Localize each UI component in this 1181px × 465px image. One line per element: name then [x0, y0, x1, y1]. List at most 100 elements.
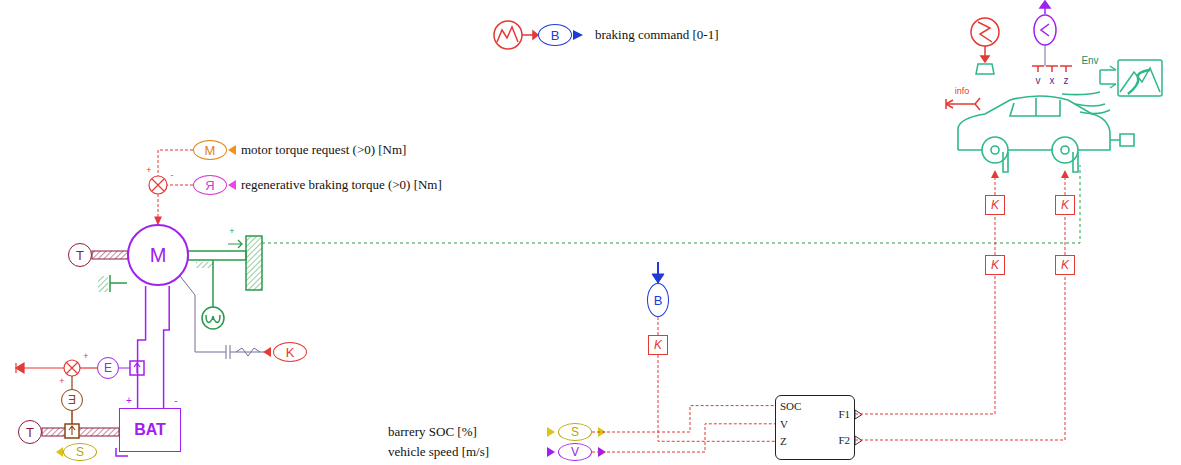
art-stroke — [946, 99, 953, 109]
node-text: K — [1061, 259, 1069, 271]
node-text: K — [654, 339, 662, 351]
brake-port — [652, 262, 664, 283]
art-stroke — [98, 276, 108, 292]
electric-motor: M — [127, 224, 189, 286]
art-stroke — [119, 368, 130, 369]
node-text: M — [150, 245, 167, 265]
art-stroke — [230, 352, 266, 353]
art-stroke — [1128, 70, 1150, 94]
node-text: E — [104, 362, 112, 374]
port-name: SOC — [780, 401, 801, 412]
port-label: + — [229, 227, 234, 237]
signal-line — [658, 355, 775, 441]
port-name: V — [780, 419, 788, 430]
art-stroke — [971, 18, 999, 46]
sum-junction — [149, 176, 167, 224]
signal-line — [855, 275, 995, 414]
node-text: V — [571, 446, 579, 458]
art-stroke — [1061, 170, 1069, 178]
art-stroke — [155, 217, 161, 224]
art-stroke — [228, 145, 236, 155]
signal-receiver: B — [538, 24, 572, 46]
power-wire — [138, 286, 146, 408]
signal-receiver: V — [558, 443, 592, 461]
shaft-link — [262, 165, 1080, 243]
signal-port — [573, 30, 583, 40]
vehicle — [958, 92, 1134, 172]
art-stroke — [71, 411, 73, 424]
node-text: BAT — [134, 422, 166, 438]
art-stroke — [196, 262, 214, 268]
art-stroke — [80, 367, 97, 368]
art-stroke — [69, 426, 75, 435]
art-stroke — [991, 146, 999, 154]
art-stroke — [64, 360, 80, 376]
art-stroke — [152, 179, 164, 191]
thermal-port: T — [68, 243, 92, 267]
art-stroke — [110, 275, 127, 292]
node-text: S — [76, 446, 84, 458]
signal-line — [592, 424, 775, 452]
art-stroke — [202, 307, 224, 329]
port-label: x — [1050, 75, 1055, 86]
signal-line — [1065, 215, 1066, 255]
gain-wires — [995, 175, 1065, 195]
power-wire — [164, 286, 170, 408]
art-stroke — [226, 345, 230, 359]
art-stroke — [976, 64, 994, 74]
art-stroke — [652, 274, 664, 283]
art-stroke — [149, 176, 167, 194]
art-stroke — [1040, 1, 1050, 8]
signal-receiver: M — [193, 140, 227, 160]
port-label: - — [171, 171, 174, 181]
speed-sensor — [202, 260, 224, 329]
gain-block: K — [985, 255, 1005, 275]
port-label: info — [955, 87, 970, 97]
signal-description: vehicle speed [m/s] — [388, 445, 489, 459]
art-stroke — [246, 236, 262, 290]
node-text: K — [286, 346, 295, 359]
art-stroke — [958, 96, 1110, 150]
power-sensor-label: E — [97, 357, 119, 379]
art-stroke — [981, 56, 989, 62]
port-label: Env — [1081, 55, 1098, 66]
art-stroke — [991, 170, 999, 178]
art-stroke — [1100, 66, 1116, 88]
gain-block: K — [1055, 255, 1075, 275]
art-stroke — [212, 260, 214, 307]
thermal-rod — [92, 251, 128, 259]
art-stroke — [236, 348, 260, 356]
node-text: M — [205, 144, 216, 157]
soc-port — [56, 447, 63, 457]
node-text: Я — [205, 179, 214, 192]
gain-block: K — [648, 335, 668, 355]
sensor-wire — [180, 276, 271, 359]
art-stroke — [978, 22, 992, 42]
node-text: B — [551, 29, 560, 42]
battery-box: BAT — [119, 408, 181, 452]
signal-sender: S — [63, 443, 97, 461]
power-sensor-label: Ǝ — [61, 389, 83, 411]
art-stroke — [1003, 152, 1078, 172]
signal-receiver: B — [647, 283, 669, 317]
info-port — [946, 98, 980, 110]
art-stroke — [1110, 134, 1134, 146]
node-text: T — [26, 426, 34, 439]
port-label: + — [83, 352, 88, 362]
signal-line — [658, 317, 659, 335]
art-stroke — [66, 362, 78, 374]
signal-receiver: Я — [193, 175, 227, 195]
port-label: z — [1064, 75, 1069, 86]
node-text: K — [991, 259, 999, 271]
art-stroke — [1061, 146, 1069, 154]
battery-sensor — [65, 411, 79, 438]
signal-description: barrery SOC [%] — [388, 425, 477, 439]
art-stroke — [1099, 70, 1101, 84]
art-stroke — [1041, 24, 1049, 36]
art-stroke — [206, 315, 220, 322]
port-name: F2 — [838, 435, 850, 446]
art-stroke — [167, 185, 193, 186]
art-stroke — [1060, 66, 1072, 72]
art-stroke — [494, 21, 522, 49]
braking-source — [494, 21, 538, 49]
